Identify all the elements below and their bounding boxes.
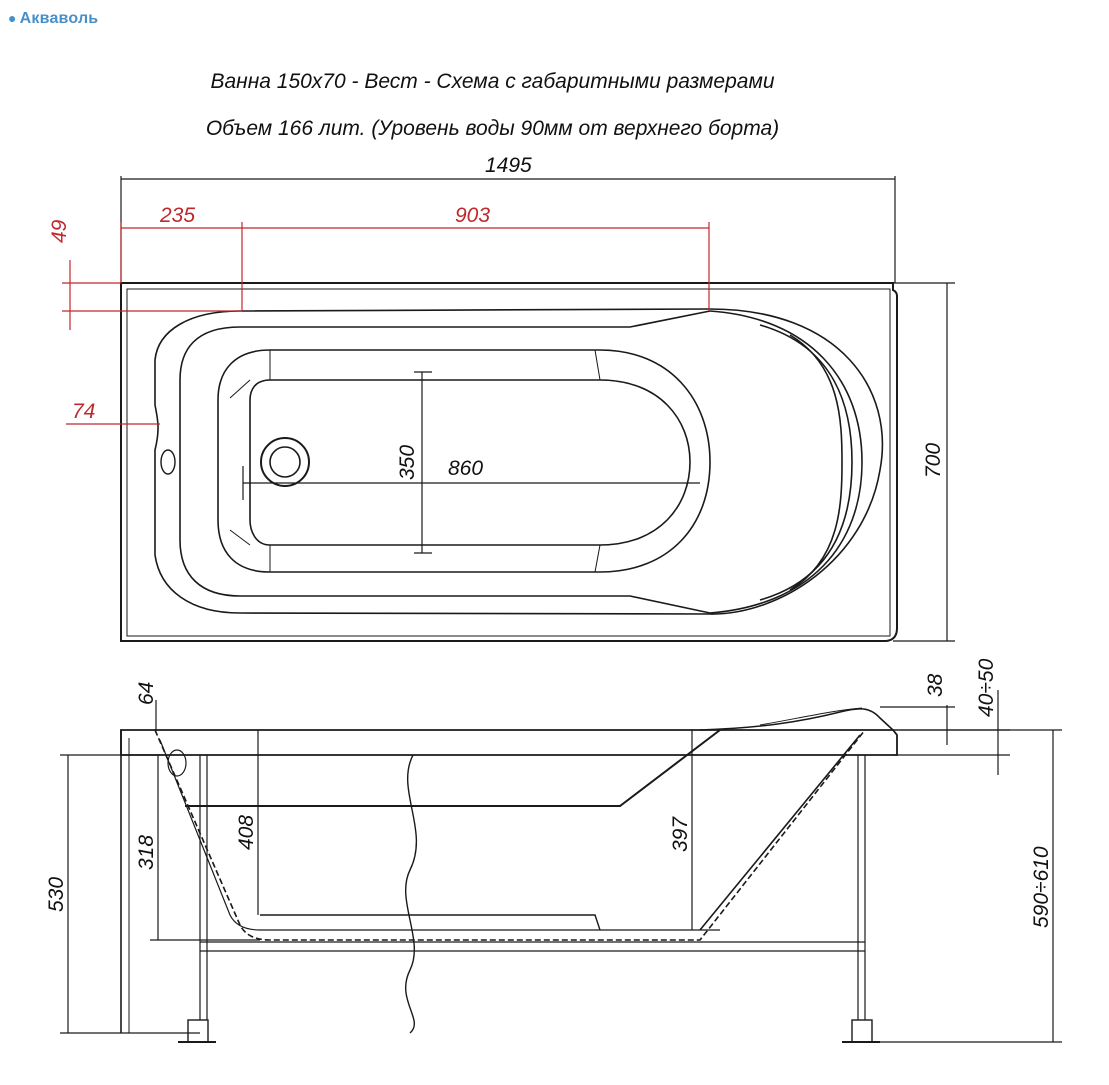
drain-inner bbox=[269, 446, 301, 478]
dim-408: 408 bbox=[235, 815, 258, 850]
headrest-curve-2 bbox=[759, 324, 853, 601]
bowl-contour bbox=[179, 326, 241, 597]
side-bowl-outer bbox=[154, 729, 866, 941]
side-view bbox=[120, 707, 898, 1043]
top-dimensions bbox=[120, 176, 955, 642]
dim-74: 74 bbox=[72, 400, 95, 423]
bowl-inner-line bbox=[240, 310, 711, 614]
top-red-dimensions bbox=[62, 222, 710, 425]
frame bbox=[199, 755, 866, 1020]
overflow-hole bbox=[160, 449, 176, 475]
break-line bbox=[404, 754, 418, 1034]
dim-1495: 1495 bbox=[485, 154, 532, 177]
side-headrest bbox=[699, 708, 894, 731]
dim-40-50: 40÷50 bbox=[975, 658, 998, 717]
side-bowl-inner bbox=[159, 739, 720, 931]
inner-basin-outer bbox=[217, 349, 711, 573]
top-view bbox=[120, 282, 898, 642]
side-back-slope bbox=[185, 729, 721, 807]
side-dimensions bbox=[60, 690, 1062, 1043]
dim-38: 38 bbox=[924, 673, 947, 697]
diagram-subtitle: Объем 166 лит. (Уровень воды 90мм от вер… bbox=[205, 117, 780, 140]
dim-700: 700 bbox=[922, 443, 945, 478]
dim-530: 530 bbox=[45, 877, 68, 912]
dim-397: 397 bbox=[669, 816, 692, 852]
side-bowl-floor bbox=[260, 914, 601, 931]
water-drop-icon: ● bbox=[8, 10, 17, 26]
drain-outer bbox=[260, 437, 310, 487]
dim-49: 49 bbox=[48, 219, 71, 243]
inner-rim bbox=[126, 288, 891, 637]
dim-64: 64 bbox=[135, 682, 158, 705]
dim-590-610: 590÷610 bbox=[1030, 846, 1053, 928]
side-overflow bbox=[167, 749, 187, 777]
inner-basin-inner bbox=[249, 379, 691, 546]
side-back-line bbox=[699, 734, 861, 931]
leg-left bbox=[187, 1019, 209, 1043]
headrest-curve-1 bbox=[709, 310, 863, 614]
outer-rim bbox=[120, 282, 898, 642]
headrest-curve-3 bbox=[789, 334, 843, 591]
bowl-outer bbox=[154, 308, 884, 615]
side-headrest-2 bbox=[759, 707, 863, 726]
brand-logo: ●Акваволь bbox=[8, 10, 98, 28]
inner-basin-step bbox=[229, 349, 601, 573]
dim-318: 318 bbox=[135, 835, 158, 870]
dim-903: 903 bbox=[455, 204, 490, 227]
dim-860: 860 bbox=[448, 457, 483, 480]
dim-235: 235 bbox=[159, 204, 195, 227]
side-rim bbox=[120, 729, 898, 756]
brand-name: Акваволь bbox=[19, 10, 99, 27]
dim-350: 350 bbox=[396, 445, 419, 480]
diagram-title: Ванна 150х70 - Вест - Схема с габаритным… bbox=[210, 70, 775, 93]
leg-right bbox=[851, 1019, 873, 1043]
